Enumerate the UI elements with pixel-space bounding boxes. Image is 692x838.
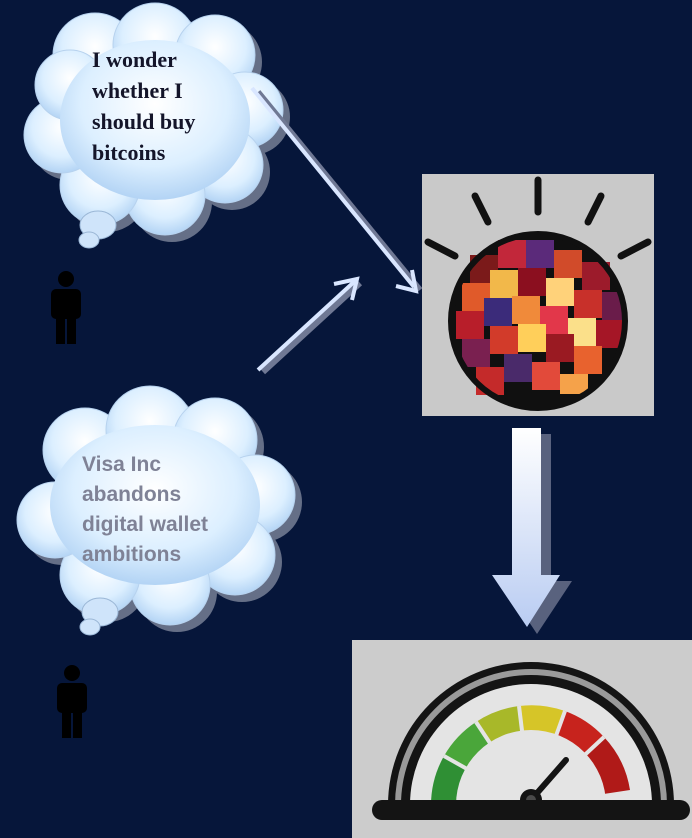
speedometer-gauge-icon [372, 662, 690, 820]
down-arrow [492, 428, 572, 634]
thought-text-1: I wonder whether I should buy bitcoins [92, 47, 196, 165]
person-icon [51, 271, 81, 344]
watson-logo-icon [424, 176, 652, 411]
thought-text-2: Visa Inc abandons digital wallet ambitio… [82, 453, 209, 566]
thought-cloud-2 [16, 385, 302, 636]
person-icon [57, 665, 87, 738]
arrow-cloud2-to-watson [256, 276, 363, 375]
arrow-cloud1-to-watson [250, 86, 423, 294]
thought-cloud-1 [23, 2, 290, 249]
